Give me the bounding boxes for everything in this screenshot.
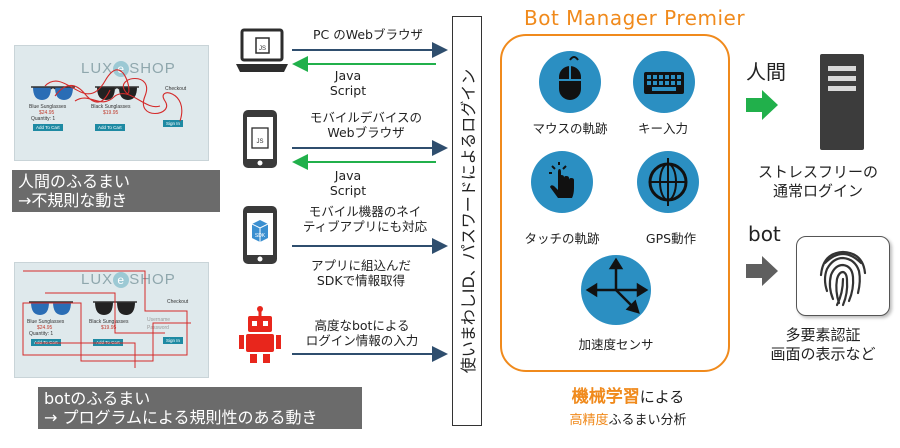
checkout-link[interactable]: Checkout: [167, 299, 189, 305]
mobile-app-sdk-icon: SDK: [243, 206, 277, 264]
mouse-icon: [539, 51, 601, 113]
add-to-cart-button[interactable]: Add To Cart: [33, 124, 63, 131]
gps-icon: [637, 151, 699, 213]
human-outcome-title: 人間: [746, 60, 786, 84]
sunglasses-blue-icon: [29, 301, 73, 315]
item1-name: Blue Sunglasses: [27, 319, 65, 325]
password-field[interactable]: Password: [147, 325, 169, 331]
laptop-icon: JS: [236, 28, 288, 72]
sign-in-button[interactable]: Sign In: [163, 120, 184, 127]
login-bar: 使いまわしID、パスワードによるログイン: [452, 16, 482, 426]
add-to-cart-button[interactable]: Add To Cart: [95, 124, 125, 131]
item2-price: $19.95: [103, 110, 119, 116]
gray-arrow-icon: [746, 256, 778, 286]
bot-outcome-desc: 多要素認証画面の表示など: [770, 326, 876, 363]
checkout-link[interactable]: Checkout: [165, 86, 187, 92]
username-field[interactable]: Username: [147, 317, 171, 323]
bmp-title: Bot Manager Premier: [524, 6, 746, 30]
sign-in-button[interactable]: Sign In: [163, 337, 184, 344]
login-bar-text: 使いまわしID、パスワードによるログイン: [459, 68, 478, 374]
fingerprint-screen: [796, 236, 890, 316]
keyboard-icon: [633, 51, 695, 113]
irregular-mouse-path: [44, 69, 183, 122]
svg-text:JS: JS: [259, 46, 266, 52]
robot-icon: [239, 306, 281, 363]
accelerometer-icon: [581, 255, 651, 325]
item2-name: Black Sunglasses: [89, 319, 129, 325]
feature-keyboard-label: キー入力: [637, 121, 688, 136]
smartphone-icon: JS: [243, 110, 277, 168]
human-outcome-desc: ストレスフリーの通常ログイン: [757, 163, 878, 200]
pc-browser-label: PC のWebブラウザ: [313, 27, 423, 42]
quantity-label: Quantity: 1: [31, 116, 56, 122]
feature-accelerometer-label: 加速度センサ: [578, 337, 654, 352]
item1-price: $24.95: [37, 325, 53, 331]
fingerprint-icon: [819, 250, 867, 307]
human-behavior-caption: 人間のふるまい →不規則な動き: [12, 170, 220, 212]
svg-text:SDK: SDK: [255, 233, 266, 239]
bot-behavior-caption: botのふるまい → プログラムによる規則性のある動き: [38, 387, 362, 429]
ml-caption: 機械学習による 高精度ふるまい分析: [569, 387, 687, 428]
native-app-label: モバイル機器のネイティブアプリにも対応: [302, 204, 428, 234]
server-icon: [820, 54, 864, 150]
item2-name: Black Sunglasses: [91, 104, 131, 110]
bot-outcome-title: bot: [748, 222, 781, 246]
svg-text:JS: JS: [256, 139, 263, 145]
item2-price: $19.95: [101, 325, 117, 331]
item1-price: $24.95: [39, 110, 55, 116]
regular-bot-path: [22, 270, 191, 368]
feature-mouse-label: マウスの軌跡: [532, 121, 608, 136]
touch-icon: [531, 151, 593, 213]
feature-touch-label: タッチの軌跡: [524, 231, 600, 246]
green-arrow-icon: [746, 90, 778, 120]
item1-name: Blue Sunglasses: [29, 104, 67, 110]
feature-gps-label: GPS動作: [645, 231, 697, 246]
quantity-label: Quantity: 1: [29, 331, 54, 337]
bot-input-label: 高度なbotによるログイン情報の入力: [305, 318, 419, 348]
